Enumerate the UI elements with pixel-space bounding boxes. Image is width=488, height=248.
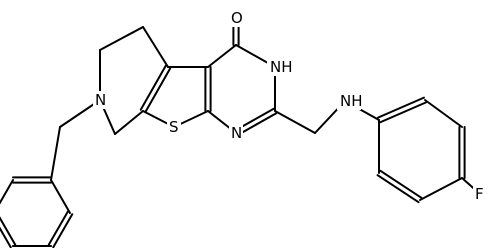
bond-b3-b4-second: [0, 226, 12, 248]
bond-c8-c8b: [114, 110, 144, 135]
bond-ch2-phenyl: [50, 126, 61, 181]
sulfur-label: S: [169, 118, 179, 136]
sulfur-mask: [167, 118, 181, 136]
atom-labels: O NH N S N NH F: [93, 9, 487, 203]
bond-c5-c6: [99, 26, 144, 51]
ring-nitrogen-mask: [229, 124, 243, 142]
ring-nh-label: NH: [270, 58, 293, 76]
ring-nitrogen-label: N: [231, 124, 242, 142]
amine-nitrogen-mask: [93, 91, 107, 109]
bond-c2-n1-second: [236, 112, 278, 137]
bond-c4b-c8b: [139, 64, 167, 111]
carbonyl-oxygen-label: O: [231, 9, 243, 27]
fluorine-mask: [473, 185, 487, 203]
bond-a5-a6-second: [376, 174, 420, 204]
bond-b4-b5: [0, 179, 14, 205]
amine-nitrogen-label: N: [95, 91, 106, 109]
bond-a1-a2: [379, 101, 428, 124]
bond-a5-a6: [379, 169, 423, 199]
carbonyl-oxygen-mask: [229, 9, 243, 27]
bond-a2-a3: [424, 99, 463, 128]
bond-a4-a5: [419, 177, 463, 201]
bond-b0-b1: [50, 179, 71, 214]
bond-b1-b2: [47, 210, 69, 246]
bond-b1-b2-second: [52, 213, 74, 248]
bond-b3-b4: [0, 216, 17, 246]
bond-c4b-c8b-second: [144, 67, 172, 114]
bond-c4b-c5: [142, 26, 169, 68]
bond-a1-a2-second: [376, 96, 425, 119]
linker-nh-label: NH: [340, 92, 363, 110]
bond-c4a-c4: [207, 44, 237, 68]
fluorine-label: F: [475, 185, 484, 203]
bond-c2-ch2: [274, 110, 316, 134]
linker-nh-mask: [337, 92, 361, 110]
ring-nh-mask: [267, 58, 291, 76]
